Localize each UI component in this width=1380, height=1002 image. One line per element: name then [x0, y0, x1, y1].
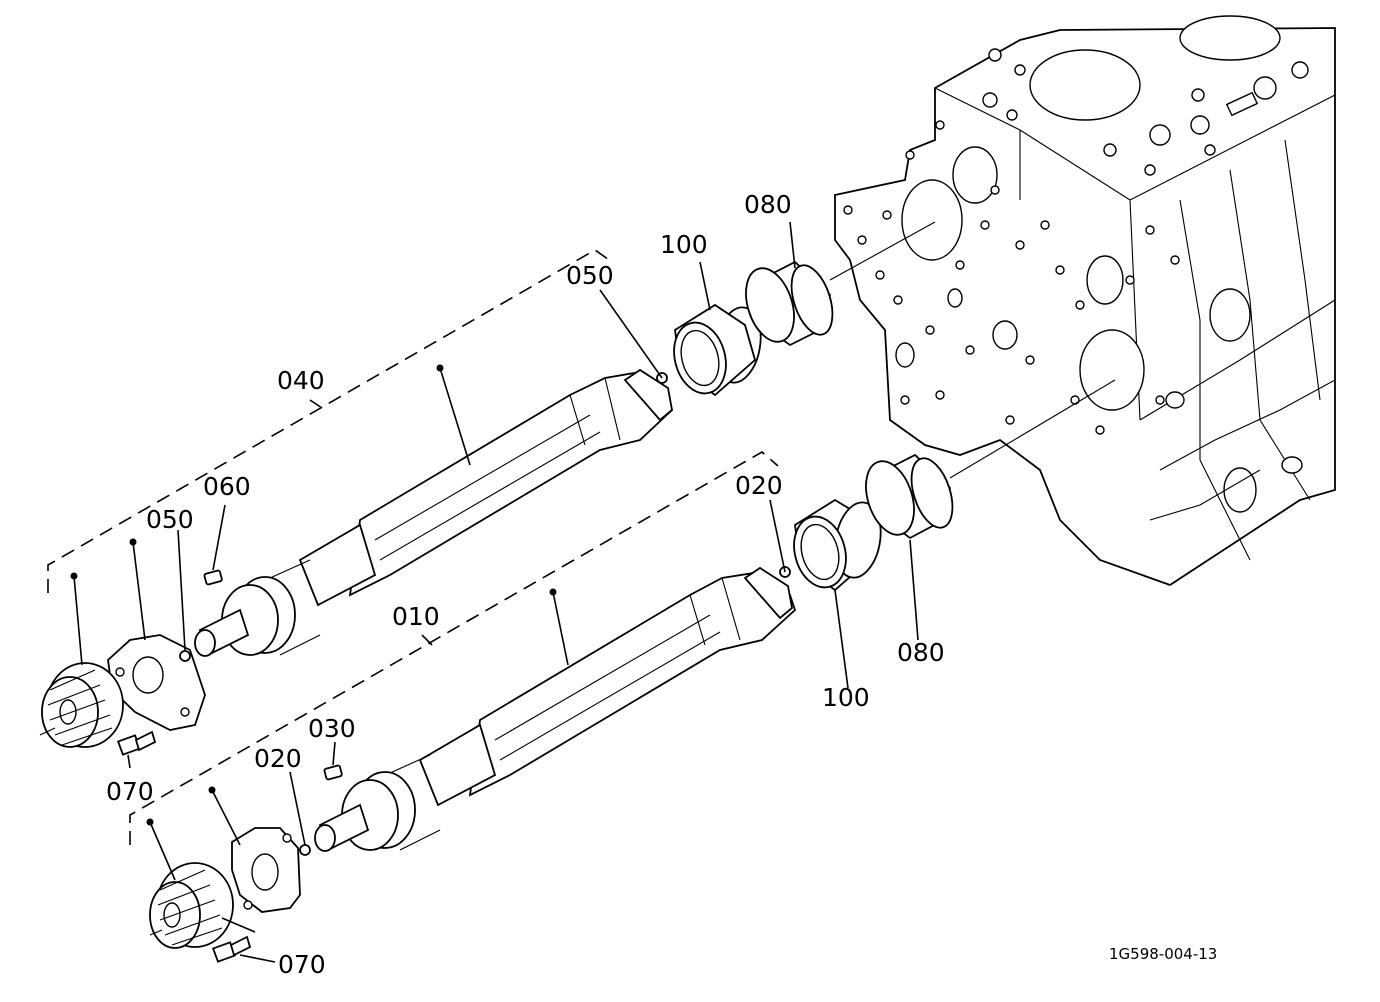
bolt-070-lower: [211, 935, 252, 963]
axis-lines: [39, 221, 1116, 936]
balancer-shaft-upper: [194, 368, 674, 657]
bushing-100-bottom: [793, 498, 882, 592]
balancer-shaft-lower: [314, 566, 797, 852]
callout-030: 030: [308, 714, 356, 743]
key-060: [203, 569, 223, 586]
key-030: [323, 764, 343, 781]
drawing-code: 1G598-004-13: [1109, 945, 1217, 963]
deck-holes: [982, 48, 1309, 176]
callout-080-bottom: 080: [897, 638, 945, 667]
bushing-080-top: [745, 260, 834, 347]
callout-070-lower: 070: [278, 950, 326, 979]
callout-100-bottom: 100: [822, 683, 870, 712]
callout-050-left: 050: [146, 505, 194, 534]
engine-block: [834, 15, 1336, 586]
callout-020-right: 020: [735, 471, 783, 500]
bolt-070-upper: [116, 730, 157, 756]
gear-upper: [41, 662, 124, 748]
leader-lines: [70, 221, 919, 963]
gear-lower: [149, 862, 234, 949]
callout-100-top: 100: [660, 230, 708, 259]
callout-080-top: 080: [744, 190, 792, 219]
o-ring-050-left: [179, 650, 191, 662]
callout-060: 060: [203, 472, 251, 501]
callout-020-left: 020: [254, 744, 302, 773]
callout-040: 040: [277, 366, 325, 395]
bushing-100-top: [673, 303, 762, 397]
front-face-holes: [843, 120, 1180, 435]
bushing-080-bottom: [865, 453, 954, 540]
o-ring-020-left: [299, 844, 311, 856]
callout-010: 010: [392, 602, 440, 631]
callout-050-top: 050: [566, 261, 614, 290]
callout-070-upper: 070: [106, 777, 154, 806]
